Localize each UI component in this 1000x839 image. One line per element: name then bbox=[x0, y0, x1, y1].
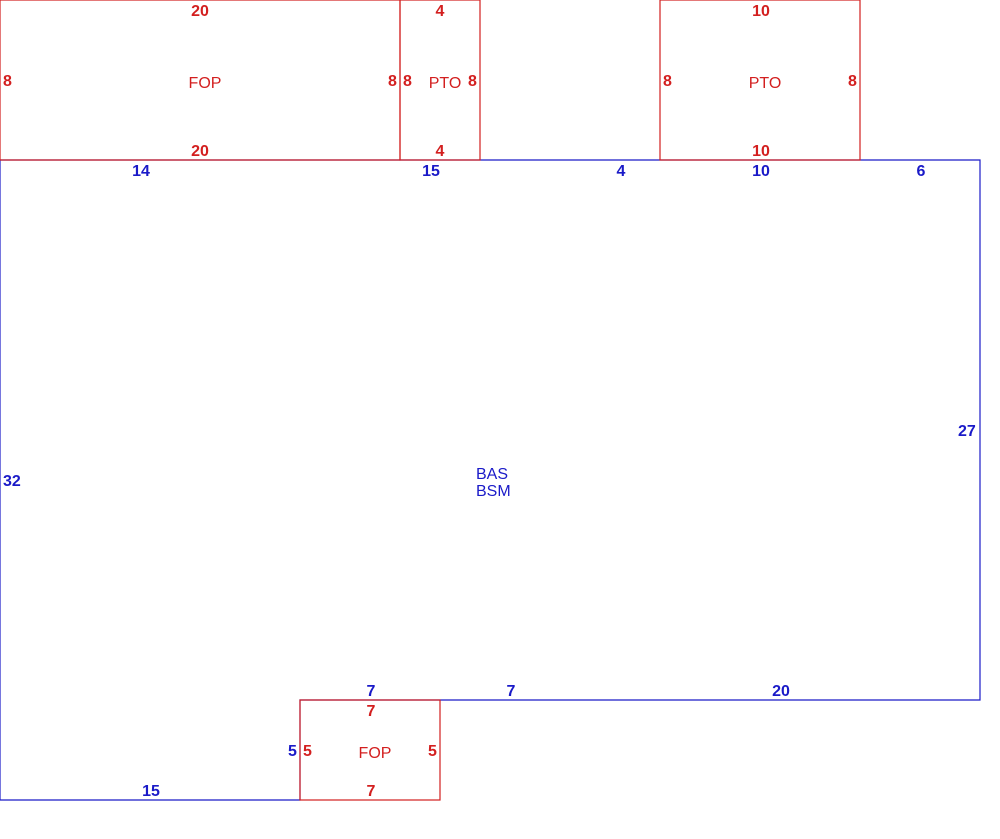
fop-bottom-dim-left: 5 bbox=[303, 743, 312, 760]
fop-bottom-dim-top: 7 bbox=[367, 703, 376, 720]
main-dim-left: 32 bbox=[3, 473, 21, 490]
pto-small-dim-right: 8 bbox=[468, 73, 477, 90]
pto-small-dim-left: 8 bbox=[403, 73, 412, 90]
main-dim-right: 27 bbox=[958, 423, 976, 440]
main-dim-step-a: 7 bbox=[367, 683, 376, 700]
main-dim-step-b: 7 bbox=[507, 683, 516, 700]
pto-right-dim-bottom: 10 bbox=[752, 143, 770, 160]
main-dim-step-left: 5 bbox=[288, 743, 297, 760]
pto-right-dim-right: 8 bbox=[848, 73, 857, 90]
fop-top-dim-bottom: 20 bbox=[191, 143, 209, 160]
fop-bottom-outline bbox=[299, 699, 441, 801]
main-dim-top-e: 6 bbox=[917, 163, 926, 180]
fop-top-code: FOP bbox=[189, 75, 222, 92]
pto-right-dim-left: 8 bbox=[663, 73, 672, 90]
main-code-bas: BAS bbox=[476, 466, 508, 483]
pto-small-outline bbox=[399, 0, 481, 161]
fop-bottom-dim-right: 5 bbox=[428, 743, 437, 760]
main-dim-top-d: 10 bbox=[752, 163, 770, 180]
pto-small-dim-top: 4 bbox=[436, 3, 445, 20]
pto-right-dim-top: 10 bbox=[752, 3, 770, 20]
fop-bottom-code: FOP bbox=[359, 745, 392, 762]
pto-small-dim-bottom: 4 bbox=[436, 143, 445, 160]
main-dim-top-b: 15 bbox=[422, 163, 440, 180]
main-code-bsm: BSM bbox=[476, 483, 511, 500]
fop-top-dim-right: 8 bbox=[388, 73, 397, 90]
main-dim-top-c: 4 bbox=[617, 163, 626, 180]
pto-right-code: PTO bbox=[749, 75, 782, 92]
pto-right-outline bbox=[659, 0, 861, 161]
pto-small-code: PTO bbox=[429, 75, 462, 92]
main-dim-step-c: 20 bbox=[772, 683, 790, 700]
fop-bottom-dim-bottom: 7 bbox=[367, 783, 376, 800]
main-dim-bottom: 15 bbox=[142, 783, 160, 800]
fop-top-dim-left: 8 bbox=[3, 73, 12, 90]
fop-top-dim-top: 20 bbox=[191, 3, 209, 20]
main-dim-top-a: 14 bbox=[132, 163, 150, 180]
